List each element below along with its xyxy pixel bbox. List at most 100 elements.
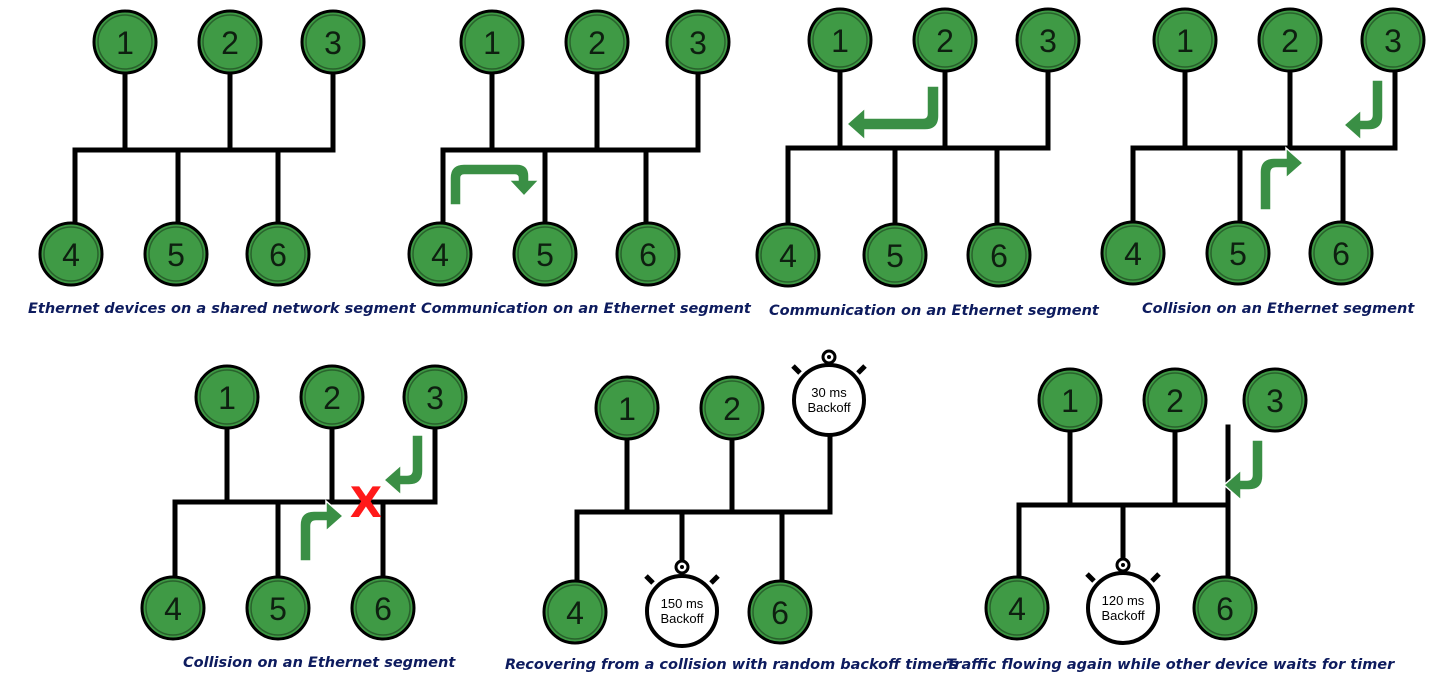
collision-x-icon: X <box>350 478 382 527</box>
svg-text:5: 5 <box>167 237 185 273</box>
node-1: 1 <box>1152 7 1218 73</box>
network-bus <box>172 424 438 580</box>
panel-caption: Recovering from a collision with random … <box>505 657 958 673</box>
arrow-3-down-left <box>1222 439 1264 502</box>
node-3: 3 <box>300 9 366 75</box>
network-diagram-3: 1 2 3 4 5 6 <box>755 7 1081 288</box>
network-diagram-2: 1 2 3 4 5 6 <box>407 9 731 287</box>
node-3: 3 <box>1015 7 1081 73</box>
node-6: 6 <box>966 222 1032 288</box>
svg-text:3: 3 <box>324 25 342 61</box>
svg-text:Backoff: Backoff <box>1101 608 1145 623</box>
panel-caption: Traffic flowing again while other device… <box>946 657 1395 673</box>
svg-text:3: 3 <box>689 25 707 61</box>
node-2: 2 <box>912 7 978 73</box>
node-6: 6 <box>1308 220 1374 286</box>
svg-text:5: 5 <box>1229 236 1247 272</box>
svg-text:6: 6 <box>990 238 1008 274</box>
node-1: 1 <box>594 375 660 441</box>
network-diagram-6: 1 2 4 6 30 ms Backoff 150 ms Backoff <box>542 349 867 648</box>
node-5: 5 <box>143 221 209 287</box>
node-4: 4 <box>38 221 104 287</box>
node-2: 2 <box>1257 7 1323 73</box>
svg-text:5: 5 <box>536 237 554 273</box>
node-1: 1 <box>459 9 525 75</box>
node-2: 2 <box>197 9 263 75</box>
panel-3: 1 2 3 4 5 6 Communication on an Ethernet… <box>715 0 1099 340</box>
node-6: 6 <box>1192 575 1258 641</box>
panel-caption: Communication on an Ethernet segment <box>769 303 1099 319</box>
panel-caption: Ethernet devices on a shared network seg… <box>28 301 416 317</box>
svg-text:1: 1 <box>1176 23 1194 59</box>
svg-text:1: 1 <box>831 23 849 59</box>
network-diagram-4: 1 2 3 4 5 6 <box>1100 7 1426 286</box>
svg-text:6: 6 <box>639 237 657 273</box>
node-4: 4 <box>542 579 608 645</box>
network-bus <box>785 67 1051 228</box>
node-4: 4 <box>984 575 1050 641</box>
arrow-3-down-left <box>1342 79 1384 142</box>
panel-4: 1 2 3 4 5 6 Collision on an Ethernet seg… <box>1070 0 1444 340</box>
svg-text:5: 5 <box>886 238 904 274</box>
svg-text:150 ms: 150 ms <box>661 596 704 611</box>
svg-text:1: 1 <box>218 380 236 416</box>
svg-text:2: 2 <box>588 25 606 61</box>
arrow-4-to-5 <box>449 163 541 206</box>
node-3: 3 <box>1242 367 1308 433</box>
arrow-5-up-right <box>1259 146 1305 211</box>
node-4: 4 <box>755 222 821 288</box>
node-4: 4 <box>140 575 206 641</box>
svg-text:2: 2 <box>1281 23 1299 59</box>
svg-text:3: 3 <box>426 380 444 416</box>
node-5: 5 <box>1205 220 1271 286</box>
svg-text:6: 6 <box>269 237 287 273</box>
node-2: 2 <box>699 375 765 441</box>
network-diagram-5: X 1 2 3 4 5 6 <box>140 364 468 641</box>
svg-text:4: 4 <box>1124 236 1142 272</box>
node-6: 6 <box>615 221 681 287</box>
svg-text:3: 3 <box>1039 23 1057 59</box>
node-3: 3 <box>402 364 468 430</box>
panel-7: 1 2 3 4 6 120 ms Backoff Traffic flowing… <box>940 345 1394 681</box>
network-diagram-1: 1 2 3 4 5 6 <box>38 9 366 287</box>
arrow-3-down-left <box>382 434 424 497</box>
svg-text:6: 6 <box>374 591 392 627</box>
network-bus <box>1130 67 1398 228</box>
node-6: 6 <box>350 575 416 641</box>
arrow-5-up-right <box>299 499 345 562</box>
svg-text:30 ms: 30 ms <box>811 385 847 400</box>
node-4: 4 <box>1100 220 1166 286</box>
svg-text:2: 2 <box>323 380 341 416</box>
svg-text:2: 2 <box>221 25 239 61</box>
node-5: 5 <box>512 221 578 287</box>
node-5: 5 <box>245 575 311 641</box>
network-bus <box>72 67 336 228</box>
network-bus <box>574 434 833 588</box>
svg-text:6: 6 <box>1332 236 1350 272</box>
panel-6: 1 2 4 6 30 ms Backoff 150 ms Backoff Rec… <box>500 345 958 681</box>
svg-text:2: 2 <box>723 391 741 427</box>
svg-text:4: 4 <box>431 237 449 273</box>
panel-1: 1 2 3 4 5 6 Ethernet devices on a shared… <box>0 0 416 340</box>
node-6: 6 <box>747 579 813 645</box>
svg-text:2: 2 <box>936 23 954 59</box>
node-2: 2 <box>564 9 630 75</box>
svg-text:1: 1 <box>1061 383 1079 419</box>
network-bus <box>1016 424 1231 580</box>
svg-text:1: 1 <box>116 25 134 61</box>
panel-2: 1 2 3 4 5 6 Communication on an Ethernet… <box>365 0 751 340</box>
svg-text:4: 4 <box>1008 591 1026 627</box>
backoff-timer-node-5: 150 ms Backoff <box>644 559 720 648</box>
svg-text:Backoff: Backoff <box>660 611 704 626</box>
svg-text:4: 4 <box>164 591 182 627</box>
svg-text:6: 6 <box>771 595 789 631</box>
svg-text:1: 1 <box>483 25 501 61</box>
backoff-timer-node-5: 120 ms Backoff <box>1085 557 1161 645</box>
svg-text:4: 4 <box>566 595 584 631</box>
svg-text:4: 4 <box>62 237 80 273</box>
panel-caption: Communication on an Ethernet segment <box>421 301 751 317</box>
svg-text:6: 6 <box>1216 591 1234 627</box>
svg-text:2: 2 <box>1166 383 1184 419</box>
node-2: 2 <box>1142 367 1208 433</box>
svg-text:3: 3 <box>1384 23 1402 59</box>
